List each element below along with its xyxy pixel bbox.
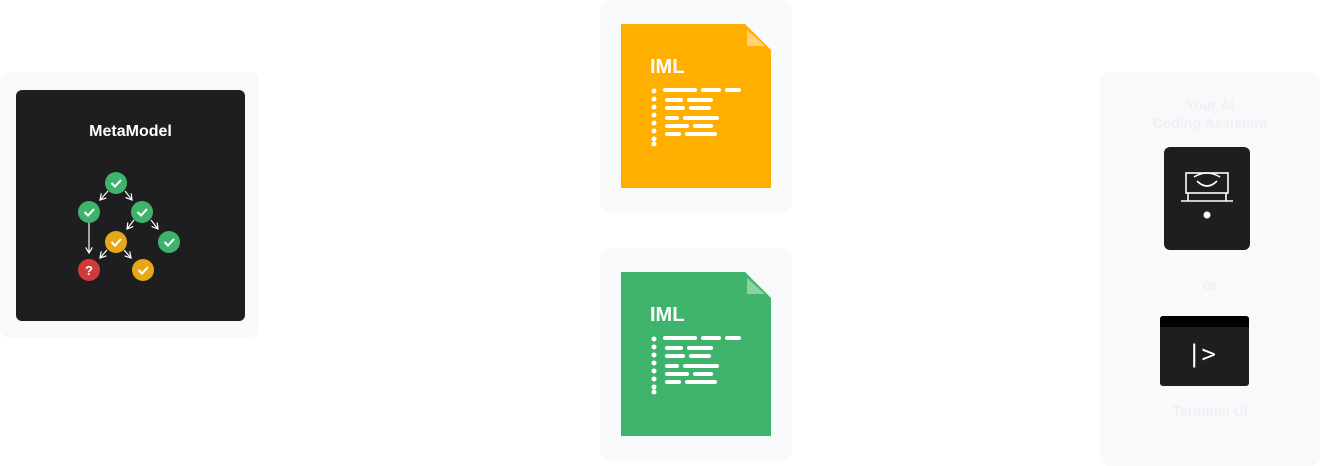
graph-node-ok — [131, 201, 153, 223]
edge-arrow — [124, 190, 132, 200]
check-icon — [137, 266, 149, 275]
check-icon — [110, 238, 122, 247]
or-label: or — [1203, 277, 1217, 293]
document-icon — [621, 272, 771, 436]
ai-assistant-card — [1164, 147, 1250, 250]
terminal-ui-icon: |> — [1160, 316, 1249, 386]
document-icon — [621, 24, 771, 188]
edge-arrow — [123, 249, 131, 258]
terminal-title-bar — [1160, 316, 1249, 327]
assistant-heading: Your AI Coding Assistant — [1152, 97, 1268, 131]
terminal-prompt: |> — [1187, 340, 1216, 368]
check-icon — [83, 208, 95, 217]
graph-node-ok — [78, 201, 100, 223]
iml-document-green: IML — [621, 272, 771, 436]
edge-arrow — [127, 219, 135, 229]
assistant-panel — [1100, 72, 1320, 466]
check-icon — [136, 208, 148, 217]
edge-arrow — [150, 219, 158, 229]
graph-node-ok — [158, 231, 180, 253]
metamodel-title: MetaModel — [89, 123, 172, 140]
edge-arrow — [100, 190, 109, 200]
edge-arrow — [100, 249, 108, 258]
check-icon — [110, 179, 122, 188]
iml-document-orange: IML — [621, 24, 771, 188]
terminal-label: Terminal UI — [1172, 403, 1248, 419]
robot-laptop-icon — [1181, 172, 1233, 219]
node-glyph: ? — [85, 263, 93, 278]
graph-node-pending — [132, 259, 154, 281]
metamodel-card: MetaModel ? — [16, 90, 245, 321]
graph-node-pending — [105, 231, 127, 253]
graph-node-ok — [105, 172, 127, 194]
document-label: IML — [650, 304, 685, 326]
metamodel-graph: ? — [78, 172, 180, 281]
check-icon — [163, 238, 175, 247]
graph-node-error: ? — [78, 259, 100, 281]
document-label: IML — [650, 56, 685, 78]
